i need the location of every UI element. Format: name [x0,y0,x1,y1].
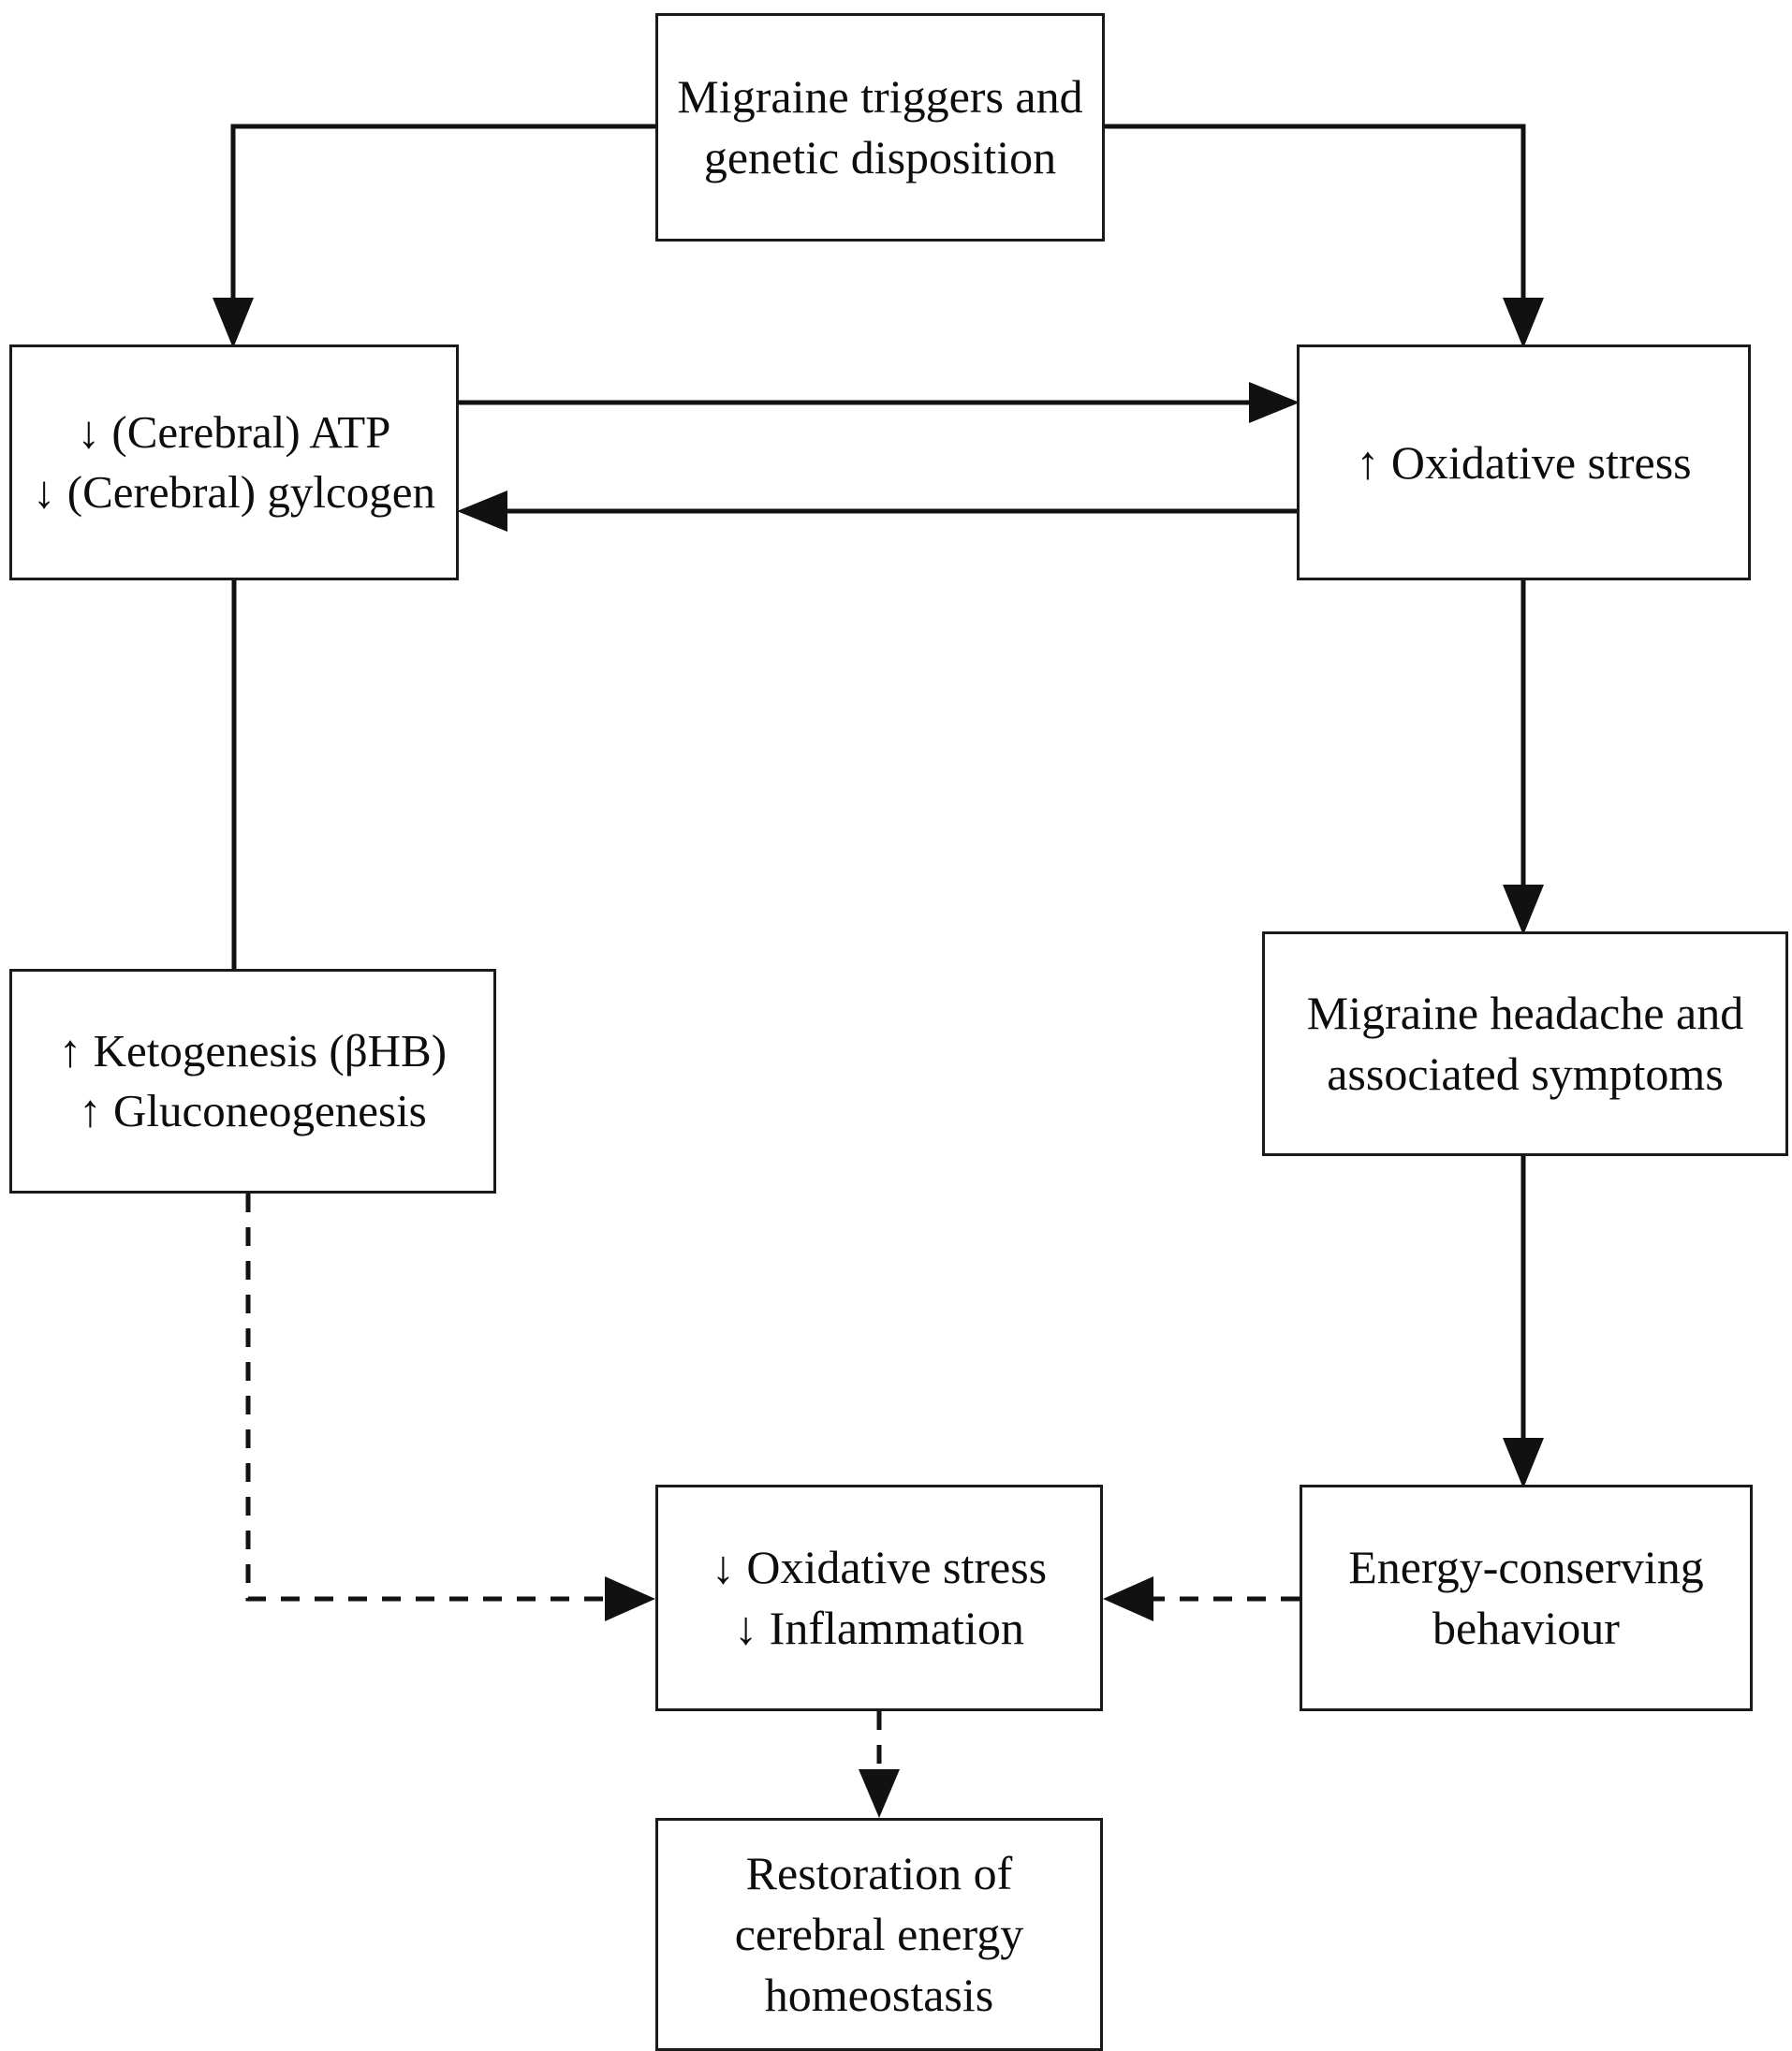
node-oxidative-stress-down: ↓ Oxidative stress ↓ Inflammation [655,1485,1103,1711]
node-line: behaviour [1432,1602,1620,1654]
node-line: Energy-conserving [1348,1541,1704,1593]
edge-triggers-to-oxidative-stress [1105,124,1544,348]
node-line: ↓ (Cerebral) ATP [77,406,391,459]
node-line: ↑ Ketogenesis (βHB) [58,1025,448,1077]
edge-headache-to-energy-conserving [1503,1156,1544,1488]
node-line: ↓ Inflammation [734,1602,1024,1654]
node-energy-conserving-behaviour: Energy-conserving behaviour [1300,1485,1753,1711]
node-migraine-triggers: Migraine triggers and genetic dispositio… [655,13,1105,242]
node-line: ↓ (Cerebral) gylcogen [33,466,435,518]
edge-ketogenesis-to-oxidative-stress-down [245,1194,655,1621]
node-oxidative-stress-up: ↑ Oxidative stress [1297,344,1751,580]
node-line: cerebral energy [734,1908,1024,1960]
edge-oxidative-stress-down-to-restoration [859,1711,900,1818]
edge-triggers-to-energy-deficit [213,124,655,348]
node-ketogenesis: ↑ Ketogenesis (βHB) ↑ Gluconeogenesis [9,969,496,1194]
edge-oxidative-stress-to-headache [1503,580,1544,935]
edge-oxidative-stress-to-energy-deficit [457,491,1297,532]
node-line: ↑ Gluconeogenesis [79,1085,427,1136]
node-line: genetic disposition [703,131,1057,183]
node-line: associated symptoms [1327,1047,1724,1100]
node-line: homeostasis [764,1969,994,2021]
node-migraine-headache: Migraine headache and associated symptom… [1262,931,1788,1156]
node-line: Migraine triggers and [677,70,1083,123]
node-line: Migraine headache and [1306,987,1744,1039]
edge-energy-deficit-to-oxidative-stress [459,382,1300,423]
node-restoration: Restoration of cerebral energy homeostas… [655,1818,1103,2051]
edge-energy-conserving-to-oxidative-stress-down [1103,1576,1300,1621]
node-line: ↑ Oxidative stress [1356,435,1692,489]
node-line: Restoration of [745,1847,1013,1899]
node-line: ↓ Oxidative stress [711,1541,1048,1593]
node-cerebral-energy-deficit: ↓ (Cerebral) ATP ↓ (Cerebral) gylcogen [9,344,459,580]
